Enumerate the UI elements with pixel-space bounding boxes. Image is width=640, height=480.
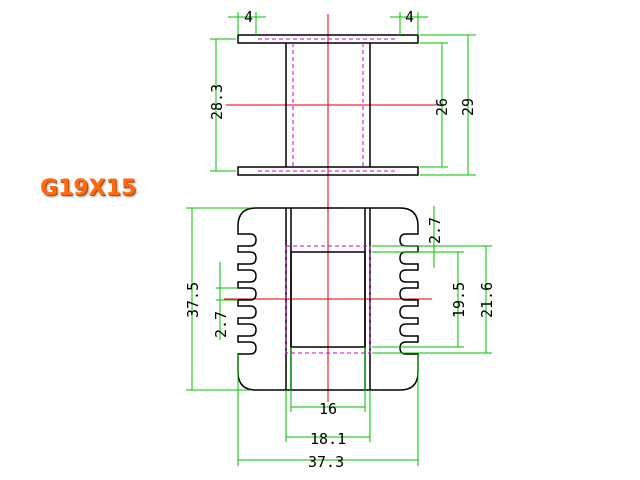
front-view: 37.5 2.7 2.7 19.5 21.6 16 18.1 [184,196,496,471]
dim-front-window-outer: 21.6 [478,282,496,318]
dim-front-core: 16 [319,400,337,418]
dim-front-height: 37.5 [184,282,202,318]
front-outline [237,207,419,391]
top-lower-flange [237,166,419,176]
core-window-hidden [285,245,371,354]
dim-front-width-total: 37.3 [308,453,344,471]
part-title: G19X15 [40,176,137,201]
top-upper-flange [237,34,419,44]
dim-top-right-flange: 4 [405,8,414,26]
dim-top-height-outer: 28.3 [208,84,226,120]
dim-front-slot: 2.7 [212,311,230,338]
dim-front-width-inner: 18.1 [310,430,346,448]
dim-top-total: 29 [459,98,477,116]
dim-front-window: 19.5 [450,282,468,318]
top-view: 4 4 28.3 26 29 [208,8,477,196]
dim-top-left-flange: 4 [244,8,253,26]
dim-top-inner: 26 [433,98,451,116]
dim-front-right-top: 2.7 [426,217,444,244]
core-window [290,251,366,348]
